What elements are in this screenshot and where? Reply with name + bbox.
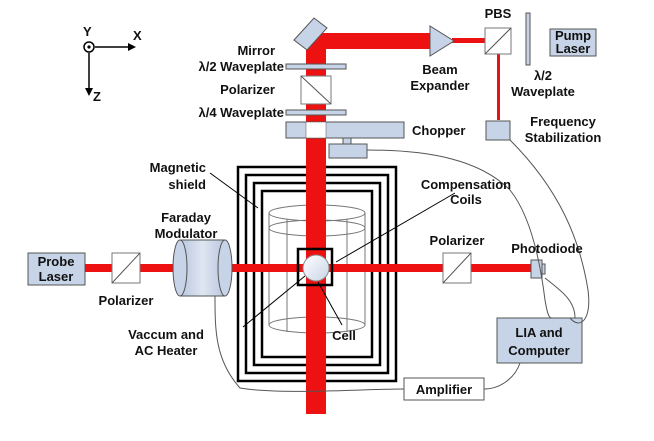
- label-pump-laser-line2: Laser: [556, 41, 591, 56]
- axis-label-z: Z: [93, 89, 101, 104]
- pbs-cube: [484, 27, 512, 55]
- y-axis-dot: [87, 45, 91, 49]
- frequency-stabilization-box: [485, 120, 511, 141]
- pointer-magnetic-shield: [209, 172, 259, 209]
- half-waveplate-right: [525, 12, 531, 66]
- label-probe-laser-line1: Probe: [38, 254, 75, 269]
- label-half-waveplate-right-line2: Waveplate: [511, 84, 575, 99]
- beam-expander: [429, 25, 455, 57]
- label-vacuum-heater-line2: AC Heater: [135, 343, 198, 358]
- wire-stabilization-lia: [509, 139, 590, 324]
- polarizer-top-cube: [300, 75, 332, 105]
- x-axis-arrow-icon: [128, 43, 136, 51]
- cell-heater-frame: [296, 247, 334, 287]
- pointer-cell: [317, 281, 343, 326]
- label-chopper: Chopper: [412, 123, 465, 138]
- label-compensation-coils-line2: Coils: [450, 192, 482, 207]
- label-frequency-stabilization-line2: Stabilization: [525, 130, 602, 145]
- axis-label-y: Y: [83, 24, 92, 39]
- pump-laser-box: [549, 28, 597, 57]
- pointer-vacuum: [242, 275, 306, 328]
- polarizer-left-cube: [111, 252, 141, 284]
- label-frequency-stabilization-line1: Frequency: [530, 114, 597, 129]
- faraday-modulator: [172, 239, 233, 297]
- label-magnetic-shield-line1: Magnetic: [150, 160, 206, 175]
- wire-photodiode-lia: [544, 277, 576, 319]
- vapor-cell: [302, 254, 330, 282]
- label-faraday-modulator-line2: Modulator: [155, 226, 218, 241]
- label-polarizer-left: Polarizer: [99, 293, 154, 308]
- label-faraday-modulator-line1: Faraday: [161, 210, 212, 225]
- lia-computer-box: [496, 317, 583, 364]
- label-beam-expander-line1: Beam: [422, 62, 457, 77]
- pointer-compensation: [335, 192, 456, 263]
- label-probe-laser-line2: Laser: [39, 269, 74, 284]
- label-half-waveplate-top: λ/2 Waveplate: [198, 59, 284, 74]
- pump-beam-horizontal: [316, 33, 436, 49]
- label-beam-expander-line2: Expander: [410, 78, 469, 93]
- label-lia-line2: Computer: [508, 343, 569, 358]
- polarizer-right-cube: [442, 252, 472, 284]
- label-compensation-coils-line1: Compensation: [421, 177, 511, 192]
- half-waveplate-top: [285, 63, 347, 70]
- labels: Mirror λ/2 Waveplate Polarizer λ/4 Wavep…: [38, 6, 602, 397]
- label-vacuum-heater-line1: Vaccum and: [128, 327, 204, 342]
- label-half-waveplate-right-line1: λ/2: [534, 68, 552, 83]
- photodiode: [530, 259, 546, 279]
- stabilization-beam: [497, 42, 500, 120]
- label-pump-laser-line1: Pump: [555, 28, 591, 43]
- label-polarizer-right: Polarizer: [430, 233, 485, 248]
- z-axis-arrow-icon: [85, 88, 93, 96]
- quarter-waveplate: [285, 109, 347, 116]
- label-cell: Cell: [332, 328, 356, 343]
- label-pointers: [209, 172, 456, 328]
- mirror: [293, 17, 328, 51]
- wires: [214, 139, 590, 392]
- probe-laser-box: [27, 252, 86, 286]
- label-magnetic-shield-line2: shield: [168, 177, 206, 192]
- wire-chopper-lia: [366, 149, 553, 319]
- probe-beam-segment-2: [470, 264, 538, 272]
- axis-label-x: X: [133, 28, 142, 43]
- label-amplifier: Amplifier: [416, 382, 472, 397]
- wire-amplifier-lia: [483, 362, 521, 390]
- label-polarizer-top: Polarizer: [220, 82, 275, 97]
- wire-modulator-amplifier: [214, 295, 405, 392]
- label-photodiode: Photodiode: [511, 241, 583, 256]
- label-pbs: PBS: [485, 6, 512, 21]
- chopper: [285, 121, 405, 159]
- label-quarter-waveplate: λ/4 Waveplate: [198, 105, 284, 120]
- label-lia-line1: LIA and: [515, 325, 562, 340]
- label-mirror: Mirror: [237, 43, 275, 58]
- coordinate-axes: Y X Z: [83, 24, 142, 104]
- probe-beam-segment-1: [85, 264, 447, 272]
- pump-laser-beam: [452, 38, 502, 43]
